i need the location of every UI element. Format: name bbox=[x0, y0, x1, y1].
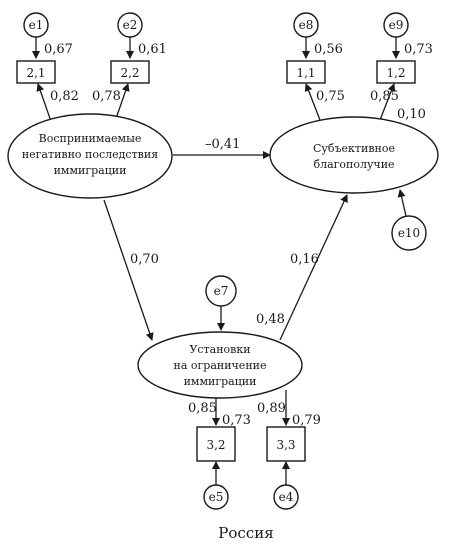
diagram-caption: Россия bbox=[218, 524, 273, 542]
indicator-1-1: 1,1 bbox=[286, 60, 326, 84]
coef-ratt: 0,48 bbox=[256, 312, 285, 327]
coef-r32: 0,73 bbox=[222, 413, 251, 428]
coef-r22: 0,61 bbox=[138, 42, 167, 57]
coef-l11: 0,75 bbox=[316, 89, 345, 104]
indicator-2-1-label: 2,1 bbox=[26, 66, 45, 80]
error-e2: e2 bbox=[117, 12, 143, 38]
latent-perceived-consequences: Воспринимаемые негативно последствия имм… bbox=[7, 113, 173, 199]
coef-perceived-to-attitudes: 0,70 bbox=[130, 252, 159, 267]
error-e10: e10 bbox=[391, 215, 427, 251]
latent-perceived-line-2: негативно последствия bbox=[22, 148, 158, 161]
indicator-3-3: 3,3 bbox=[266, 426, 306, 462]
error-e7: e7 bbox=[205, 275, 237, 307]
indicator-2-1: 2,1 bbox=[16, 60, 56, 84]
error-e10-label: e10 bbox=[398, 226, 420, 240]
indicator-3-2-label: 3,2 bbox=[206, 438, 225, 452]
latent-attitudes-line-1: Установки bbox=[189, 343, 250, 356]
latent-perceived-line-3: иммиграции bbox=[54, 164, 127, 177]
coef-r11: 0,56 bbox=[314, 42, 343, 57]
indicator-2-2-label: 2,2 bbox=[120, 66, 139, 80]
coef-perceived-to-wellbeing: –0,41 bbox=[205, 137, 240, 152]
indicator-3-2: 3,2 bbox=[196, 426, 236, 462]
coef-l12: 0,85 bbox=[370, 89, 399, 104]
indicator-2-2: 2,2 bbox=[110, 60, 150, 84]
error-e4-label: e4 bbox=[279, 490, 294, 504]
latent-subjective-wellbeing: Субъективное благополучие bbox=[269, 116, 439, 194]
coef-r33: 0,79 bbox=[292, 413, 321, 428]
indicator-3-3-label: 3,3 bbox=[276, 438, 295, 452]
coef-attitudes-to-wellbeing: 0,16 bbox=[290, 252, 319, 267]
arrow-wellbeing-to-1-1 bbox=[304, 83, 321, 121]
arrow-e10-to-wellbeing bbox=[397, 189, 407, 217]
coef-l32: 0,85 bbox=[188, 401, 217, 416]
latent-perceived-line-1: Воспринимаемые bbox=[39, 132, 142, 145]
latent-wellbeing-line-2: благополучие bbox=[313, 158, 394, 171]
error-e9-label: e9 bbox=[389, 18, 404, 32]
coef-l21: 0,82 bbox=[50, 89, 79, 104]
coef-r21: 0,67 bbox=[44, 42, 73, 57]
coef-l22: 0,78 bbox=[92, 89, 121, 104]
error-e1-label: e1 bbox=[29, 18, 44, 32]
error-e5-label: e5 bbox=[209, 490, 224, 504]
arrow-perceived-to-attitudes bbox=[103, 199, 154, 341]
error-e5: e5 bbox=[203, 484, 229, 510]
coef-r12: 0,73 bbox=[404, 42, 433, 57]
latent-wellbeing-line-1: Субъективное bbox=[313, 142, 395, 155]
coef-l33: 0,89 bbox=[257, 401, 286, 416]
arrow-wellbeing-to-1-2 bbox=[379, 83, 396, 121]
error-e1: e1 bbox=[23, 12, 49, 38]
error-e7-label: e7 bbox=[214, 284, 229, 298]
error-e8-label: e8 bbox=[299, 18, 314, 32]
coef-rwell: 0,10 bbox=[397, 107, 426, 122]
latent-attitudes-line-3: иммиграции bbox=[184, 375, 257, 388]
error-e9: e9 bbox=[383, 12, 409, 38]
error-e4: e4 bbox=[273, 484, 299, 510]
error-e8: e8 bbox=[293, 12, 319, 38]
indicator-1-1-label: 1,1 bbox=[296, 66, 315, 80]
indicator-1-2-label: 1,2 bbox=[386, 66, 405, 80]
error-e2-label: e2 bbox=[123, 18, 138, 32]
latent-attitudes-line-2: на ограничение bbox=[174, 359, 267, 372]
latent-attitudes-restriction: Установки на ограничение иммиграции bbox=[137, 331, 303, 399]
indicator-1-2: 1,2 bbox=[376, 60, 416, 84]
arrow-attitudes-to-wellbeing bbox=[279, 194, 348, 341]
